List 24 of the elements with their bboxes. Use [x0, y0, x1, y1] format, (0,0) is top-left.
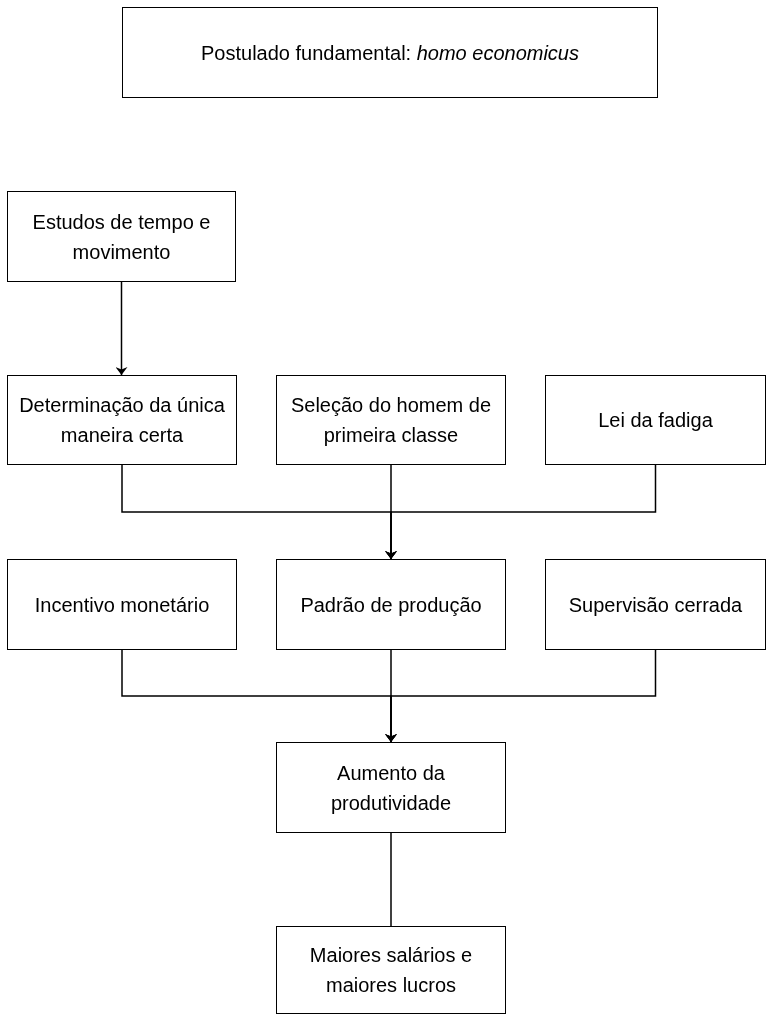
box-text: Estudos de tempo e movimento [31, 209, 212, 265]
connector-line [390, 832, 392, 927]
process-box [545, 559, 766, 650]
process-box [122, 7, 658, 98]
box-text: Padrão de produção [300, 592, 482, 618]
process-box [7, 191, 236, 282]
arrow [117, 281, 126, 376]
box-text: Supervisão cerrada [568, 592, 743, 618]
process-box [7, 375, 237, 465]
process-box [276, 559, 506, 650]
process-box [545, 375, 766, 465]
box-text: Postulado fundamental: homo economicus [201, 40, 579, 66]
arrow [387, 649, 657, 743]
process-box [276, 375, 506, 465]
box-text: Maiores salários e maiores lucros [308, 943, 474, 998]
arrow [387, 464, 657, 560]
box-text: Incentivo monetário [34, 592, 210, 618]
box-text: Lei da fadiga [598, 408, 713, 433]
box-text: Seleção do homem de primeira classe [289, 393, 493, 448]
box-text: Determinação da única maneira certa [18, 393, 226, 448]
process-box [7, 559, 237, 650]
box-text: Aumento da produtividade [329, 760, 453, 816]
process-box [276, 742, 506, 833]
process-box [276, 926, 506, 1014]
